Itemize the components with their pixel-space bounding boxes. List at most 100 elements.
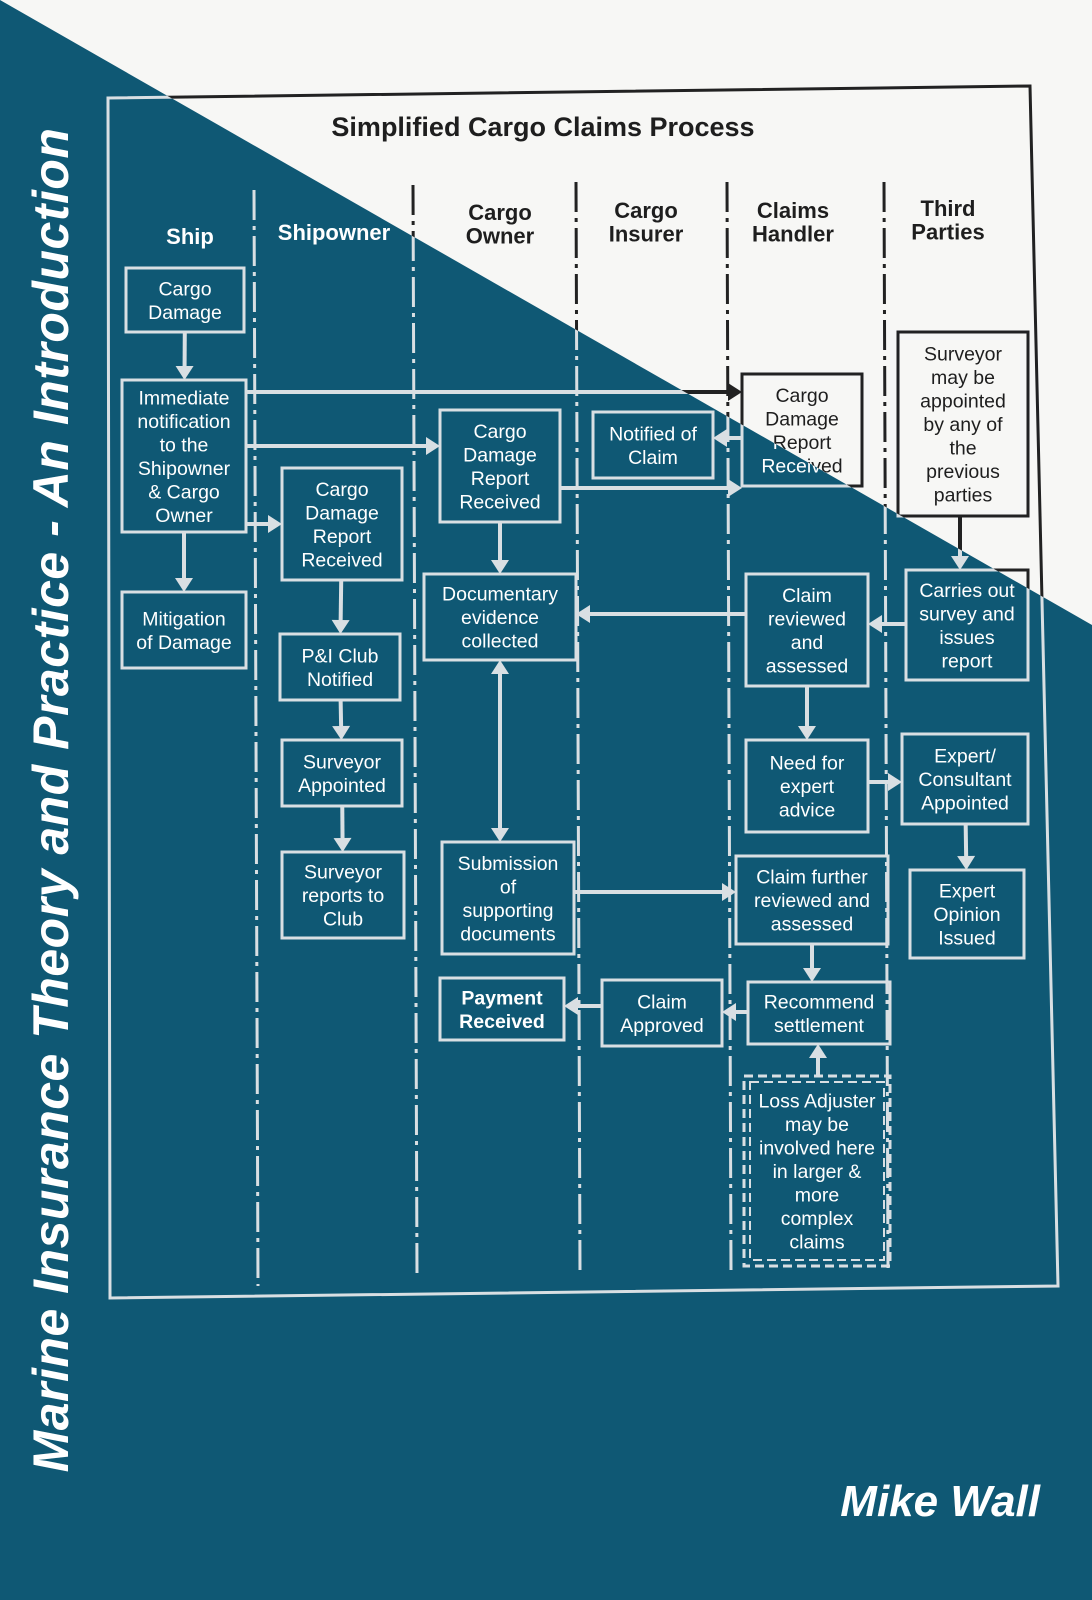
node-box bbox=[742, 1074, 892, 1268]
node-box bbox=[904, 568, 1030, 682]
node-box bbox=[744, 572, 870, 688]
node-box bbox=[591, 410, 715, 480]
node-box bbox=[422, 572, 578, 662]
lane-header-shipowner: Shipowner bbox=[278, 220, 391, 245]
lane-divider bbox=[882, 181, 890, 1269]
arrowhead bbox=[868, 615, 882, 633]
node-box bbox=[734, 854, 890, 946]
arrowhead bbox=[728, 383, 742, 401]
node-box bbox=[278, 632, 402, 702]
diagram-frame bbox=[106, 84, 1060, 625]
node-box bbox=[908, 868, 1026, 960]
node-box bbox=[440, 840, 576, 956]
lane-header-ship: Ship bbox=[166, 224, 214, 249]
arrowhead bbox=[722, 1003, 736, 1021]
diagram-title: Simplified Cargo Claims Process bbox=[331, 112, 754, 142]
arrowhead bbox=[491, 660, 509, 674]
arrowhead bbox=[268, 515, 282, 533]
node-box bbox=[124, 266, 246, 334]
arrowhead bbox=[576, 605, 590, 623]
node-box bbox=[280, 850, 406, 940]
node-box bbox=[120, 590, 248, 670]
arrowhead bbox=[888, 773, 902, 791]
node-box bbox=[120, 378, 248, 534]
node-box bbox=[438, 976, 566, 1042]
arrowhead bbox=[951, 556, 969, 570]
edge-shipowner-report-received-to-pi-club-notified bbox=[338, 579, 344, 621]
arrowhead bbox=[809, 1044, 827, 1058]
node-box-inner bbox=[749, 1081, 885, 1261]
arrowhead bbox=[331, 619, 350, 634]
node-box bbox=[744, 738, 870, 834]
arrowhead bbox=[957, 855, 976, 870]
node-box bbox=[600, 978, 724, 1048]
arrowhead bbox=[713, 429, 727, 447]
arrowhead bbox=[491, 560, 509, 574]
arrowhead bbox=[426, 437, 440, 455]
lane-divider bbox=[411, 184, 419, 1277]
white-triangle bbox=[0, 0, 1092, 625]
arrowhead bbox=[803, 968, 821, 982]
lane-divider bbox=[574, 181, 582, 1273]
book-title: Marine Insurance Theory and Practice - A… bbox=[23, 128, 79, 1473]
arrowhead bbox=[722, 883, 736, 901]
arrowhead bbox=[332, 725, 351, 740]
arrowhead bbox=[175, 578, 193, 592]
node-box bbox=[280, 466, 404, 582]
lane-divider bbox=[725, 181, 733, 1271]
author-name: Mike Wall bbox=[840, 1477, 1040, 1526]
arrowhead bbox=[798, 726, 816, 740]
node-box bbox=[900, 732, 1030, 826]
lane-divider bbox=[252, 189, 260, 1287]
arrowhead bbox=[491, 828, 509, 842]
arrowhead bbox=[564, 997, 578, 1015]
node-box bbox=[280, 738, 404, 808]
node-box bbox=[746, 980, 892, 1046]
